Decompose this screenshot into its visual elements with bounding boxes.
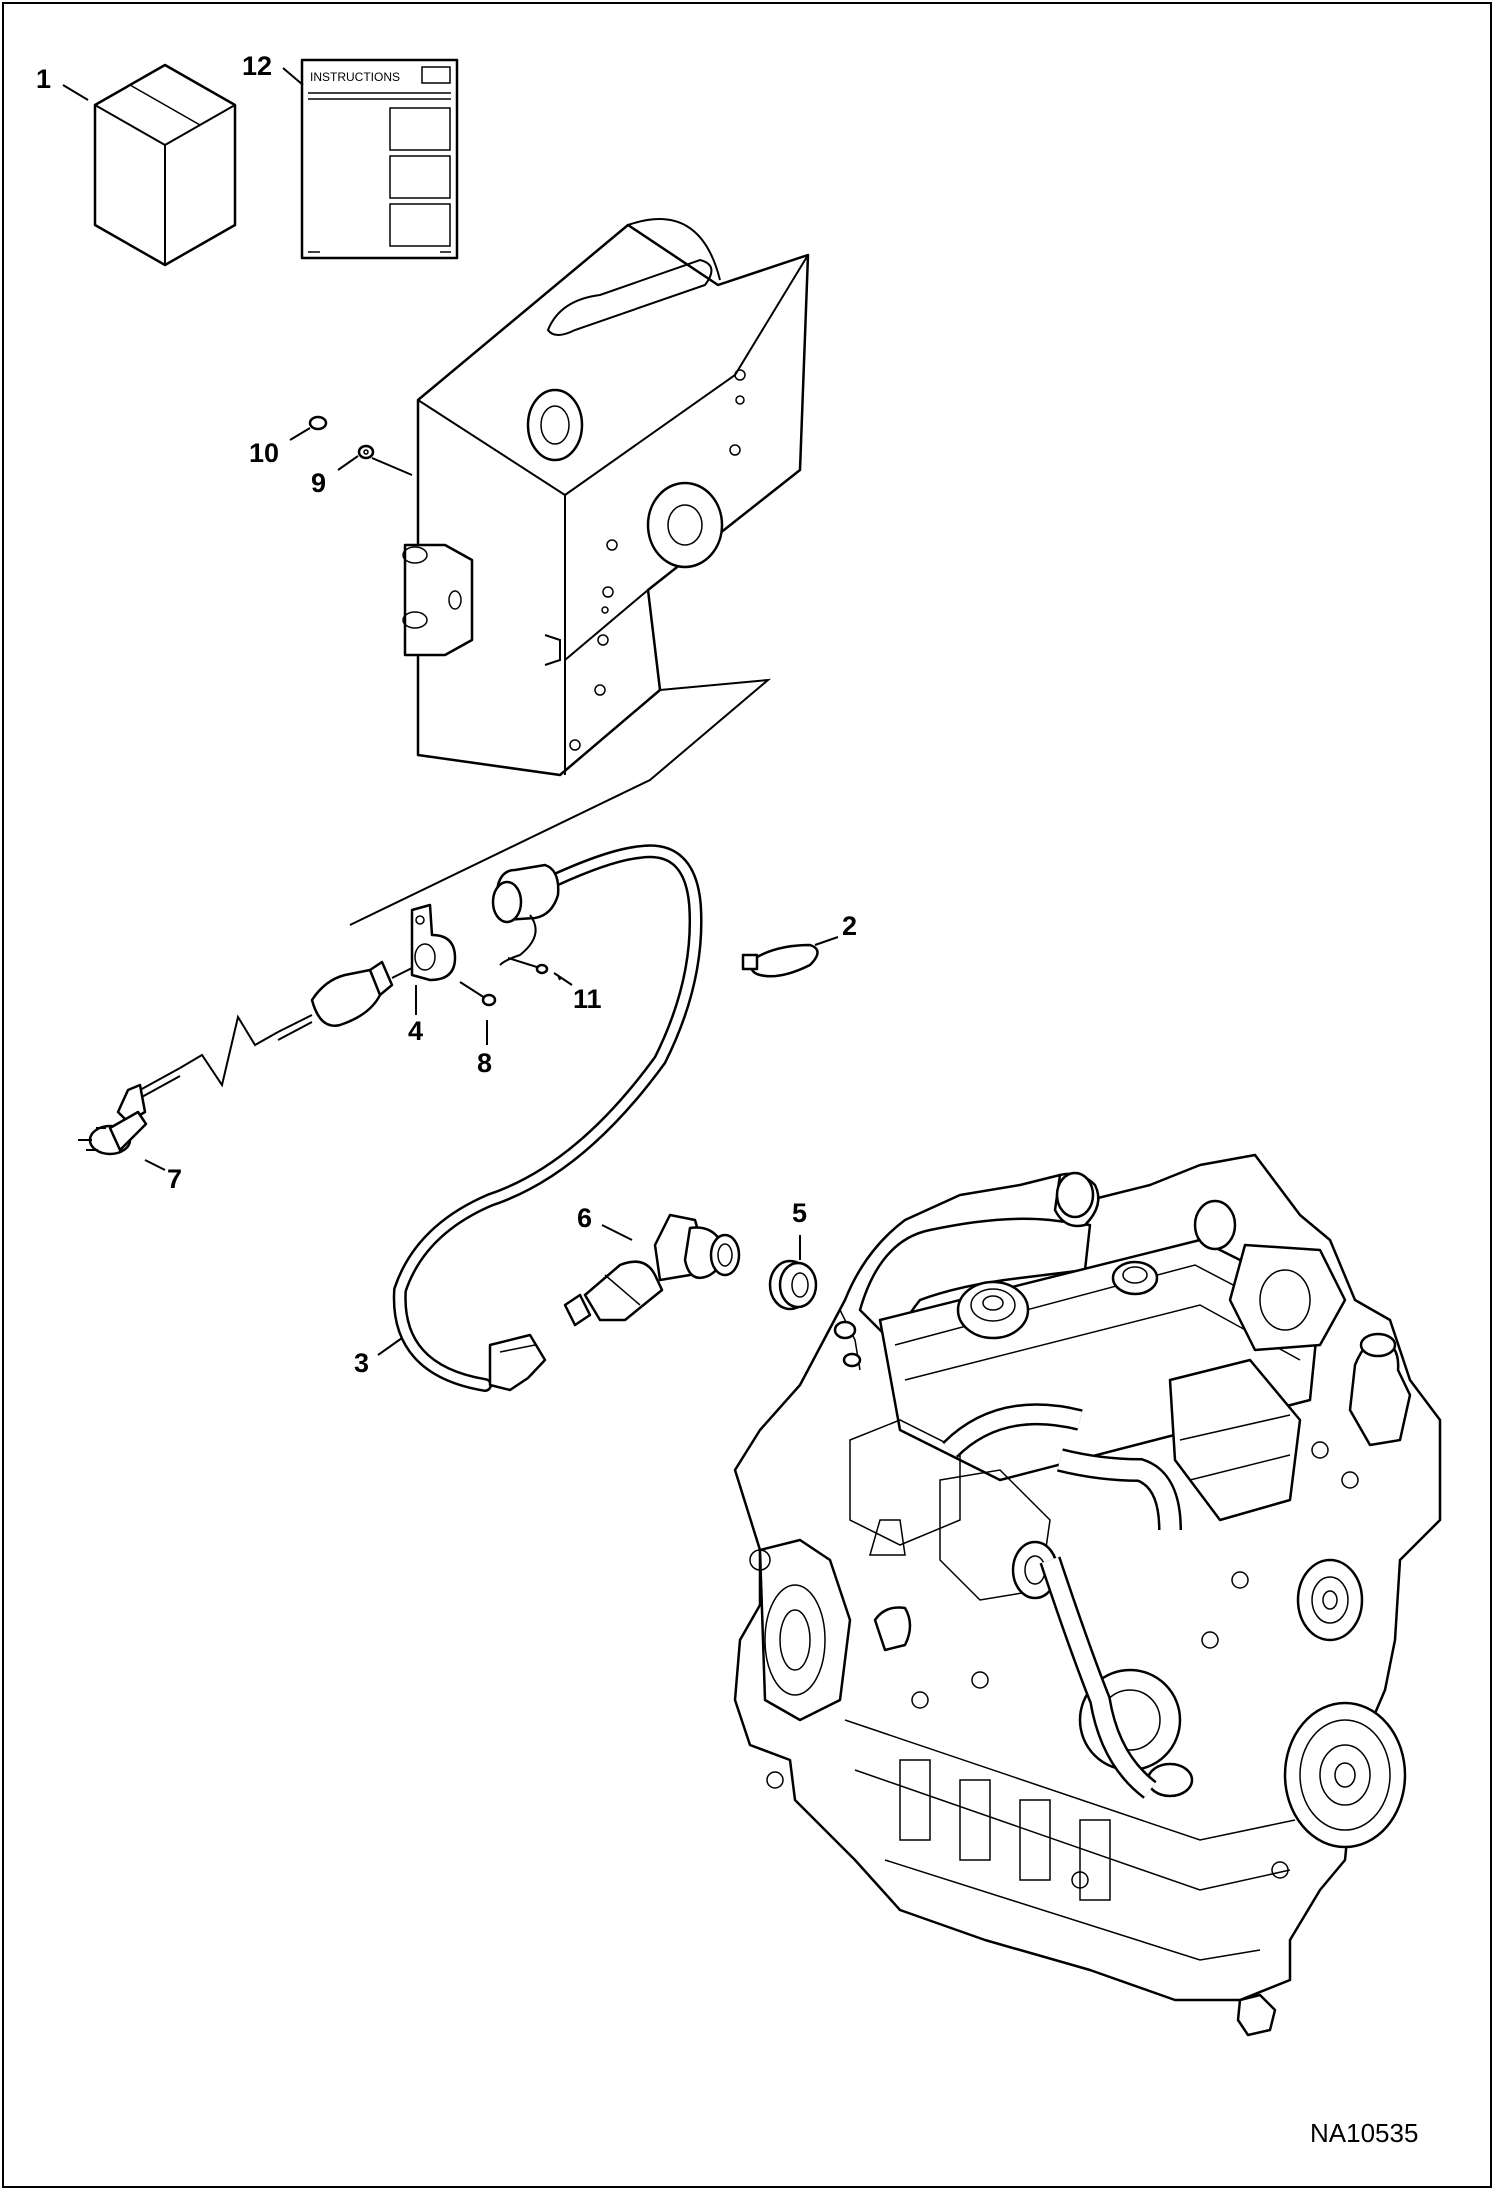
part-grommet (768, 1259, 818, 1311)
part-screw (459, 981, 497, 1007)
part-washer (357, 444, 375, 460)
callout-3: 3 (354, 1348, 369, 1378)
part-box (93, 63, 237, 267)
callout-9: 9 (311, 468, 326, 498)
callout-7: 7 (167, 1164, 182, 1194)
part-mounting-bracket (349, 218, 810, 926)
part-nut (308, 415, 328, 431)
callout-12: 12 (242, 51, 272, 81)
callout-8: 8 (477, 1048, 492, 1078)
callout-11: 11 (573, 984, 602, 1014)
part-small-screw (507, 957, 549, 975)
part-clamp (410, 903, 457, 982)
callout-5: 5 (792, 1198, 807, 1228)
part-power-cord (78, 960, 413, 1156)
callout-6: 6 (577, 1203, 592, 1233)
part-instructions-sheet: INSTRUCTIONS (300, 58, 459, 260)
part-cable-tie (741, 943, 819, 978)
figure-id: NA10535 (1310, 2118, 1418, 2148)
callout-4: 4 (408, 1016, 423, 1046)
callout-1: 1 (36, 64, 51, 94)
callouts: 1 2 3 4 5 6 7 8 9 10 11 12 (36, 51, 857, 1378)
callout-10: 10 (249, 438, 279, 468)
part-engine (733, 1153, 1442, 2037)
leader-lines (62, 67, 839, 1356)
instructions-label: INSTRUCTIONS (310, 70, 400, 84)
part-heater-cable (392, 844, 703, 1392)
callout-2: 2 (842, 911, 857, 941)
part-heater-element (563, 1213, 741, 1327)
